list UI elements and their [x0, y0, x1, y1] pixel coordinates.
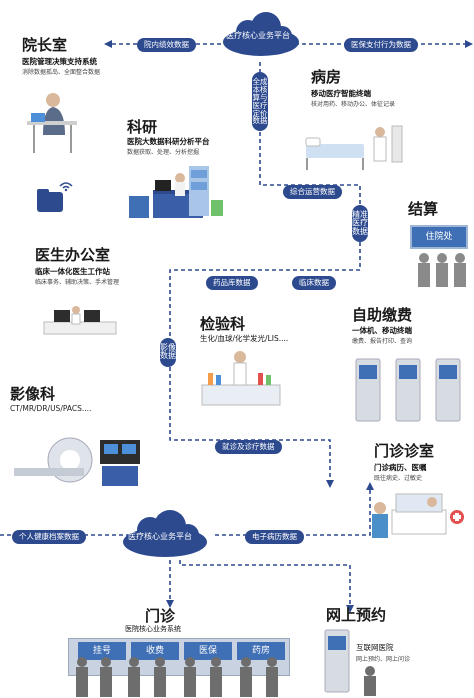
imaging-title: 影像科 — [10, 385, 56, 403]
outpatient-subtitle: 医院核心业务系统 — [125, 625, 181, 633]
doctor-office-subtitle: 临床一体化医生工作站 — [35, 267, 110, 276]
folder-icon — [37, 189, 63, 212]
flow-precision: 精准医疗数据 — [352, 205, 368, 243]
doctor-office-illustration — [43, 306, 117, 335]
outpatient-room-subtitle: 门诊病历、医嘱 — [374, 463, 427, 472]
online-kiosk-illustration — [324, 629, 350, 693]
president-illustration — [27, 93, 77, 153]
research-title: 科研 — [127, 118, 158, 136]
research-illustration — [129, 166, 223, 218]
window-registration: 挂号 — [78, 642, 126, 660]
lab-subtitle: 生化/血球/化学发光/LIS.... — [200, 334, 289, 343]
flow-hospital-perf: 院内绩效数据 — [137, 38, 196, 52]
outpatient-room-title: 门诊诊室 — [374, 442, 435, 460]
bottom-cloud-label: 医疗核心业务平台 — [128, 532, 192, 541]
window-insurance: 医保 — [184, 642, 232, 660]
self-service-subtitle: 一体机、移动终端 — [352, 326, 412, 335]
window-pharmacy: 药房 — [237, 642, 285, 660]
online-person — [364, 666, 376, 696]
flow-clinical: 临床数据 — [292, 276, 336, 290]
flow-emr: 电子病历数据 — [245, 530, 304, 544]
online-title: 网上预约 — [326, 606, 387, 624]
imaging-illustration — [14, 437, 140, 486]
flow-imaging-data: 影像数据 — [160, 338, 176, 367]
ward-title: 病房 — [311, 68, 342, 86]
window-billing: 收费 — [131, 642, 179, 660]
cloud-icon — [223, 12, 299, 56]
outpatient-room-desc: 既往病史、过敏史 — [374, 475, 423, 482]
imaging-subtitle: CT/MR/DR/US/PACS.... — [10, 404, 92, 413]
president-title: 院长室 — [22, 36, 68, 54]
settlement-sign: 住院处 — [410, 225, 468, 249]
online-subtitle: 互联网医院 — [356, 643, 394, 652]
doctor-office-title: 医生办公室 — [35, 246, 111, 264]
lab-illustration — [201, 351, 281, 406]
flow-ops-data: 综合运营数据 — [283, 185, 342, 199]
ward-illustration — [305, 125, 403, 170]
self-service-desc: 缴费、报告打印、查询 — [352, 338, 413, 345]
research-subtitle: 医院大数据科研分析平台 — [127, 137, 210, 146]
president-desc: 消除数据孤岛、全面整合数据 — [22, 69, 101, 76]
queue-people — [76, 657, 278, 697]
doctor-office-desc: 临床事务、辅助决策、手术管理 — [35, 279, 120, 286]
wifi-icon — [59, 182, 73, 192]
flow-cost-pricing: 全成本核算与医疗定价数据 — [252, 72, 268, 132]
flow-insurance-pay: 医保支付行为数据 — [344, 38, 418, 52]
outpatient-room-illustration — [372, 493, 464, 538]
ward-desc: 核对用药、移动办公、体征记录 — [311, 101, 396, 108]
lab-title: 检验科 — [200, 315, 246, 333]
flow-personal-health: 个人健康档案数据 — [12, 530, 86, 544]
president-subtitle: 医院管理决策支持系统 — [22, 57, 97, 66]
outpatient-title: 门诊 — [145, 607, 176, 625]
cloud-icon — [123, 510, 207, 557]
online-desc: 网上预约、网上问诊 — [356, 656, 411, 663]
flow-visit-treat: 就诊及诊疗数据 — [215, 440, 282, 454]
kiosk-illustration — [355, 358, 461, 422]
flow-drug-store: 药品库数据 — [206, 276, 258, 290]
self-service-title: 自助缴费 — [352, 306, 413, 324]
settlement-people — [418, 253, 466, 287]
top-cloud-label: 医疗核心业务平台 — [226, 31, 290, 40]
ward-subtitle: 移动医疗智能终端 — [311, 89, 371, 98]
settlement-title: 结算 — [408, 200, 439, 218]
research-desc: 数据获取、处理、分析挖掘 — [127, 149, 200, 156]
